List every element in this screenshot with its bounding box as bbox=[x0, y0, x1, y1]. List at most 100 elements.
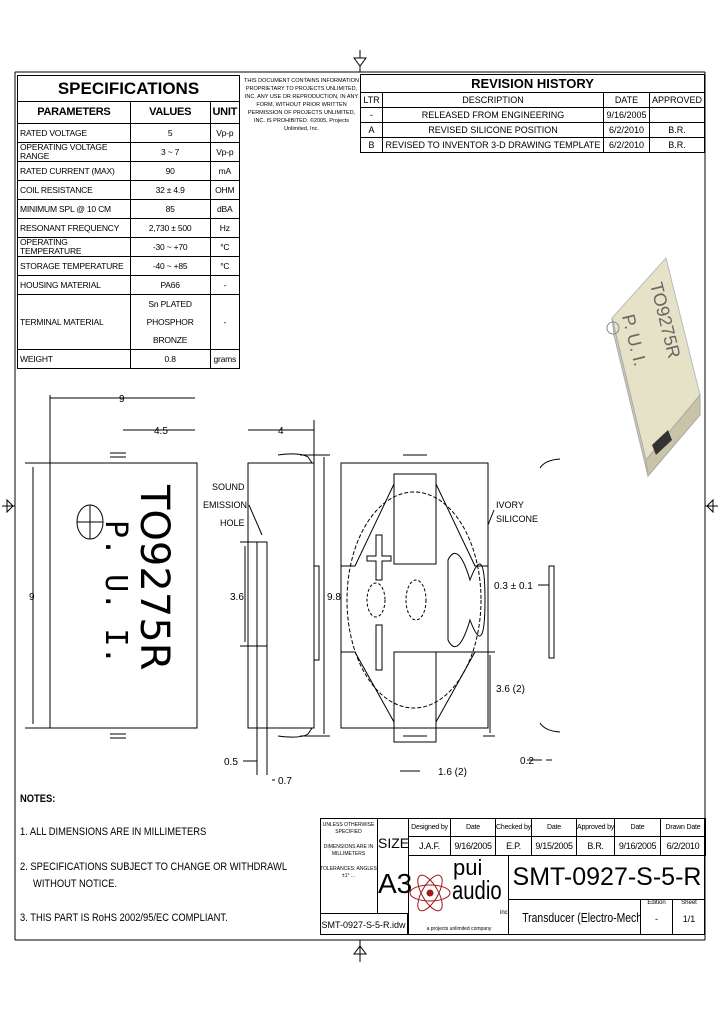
ltr: - bbox=[360, 107, 383, 123]
description: RELEASED FROM ENGINEERING bbox=[382, 107, 604, 123]
table-row: STORAGE TEMPERATURE-40 ~ +85°C bbox=[17, 256, 241, 276]
approved: B.R. bbox=[648, 137, 706, 153]
param: OPERATING TEMPERATURE bbox=[17, 237, 131, 257]
unit: °C bbox=[209, 237, 241, 257]
value: 0.8 bbox=[129, 349, 211, 369]
top-view bbox=[25, 395, 198, 739]
end-profile bbox=[527, 458, 561, 761]
sheet-label: Sheet bbox=[681, 900, 697, 906]
size-label: SIZE bbox=[378, 835, 410, 851]
param: TERMINAL MATERIAL bbox=[17, 294, 131, 350]
header-values: VALUES bbox=[129, 101, 211, 124]
param: HOUSING MATERIAL bbox=[17, 275, 131, 295]
param: COIL RESISTANCE bbox=[17, 180, 131, 200]
param: OPERATING VOLTAGE RANGE bbox=[17, 142, 131, 162]
sound-label-3: HOLE bbox=[220, 518, 245, 528]
unit: Hz bbox=[209, 218, 241, 238]
dim-hole-height: 3.6 bbox=[230, 592, 244, 603]
header-date: DATE bbox=[602, 92, 650, 108]
dims-note: DIMENSIONS ARE IN MILLIMETERS bbox=[323, 844, 374, 857]
note-3: 3. THIS PART IS RoHS 2002/95/EC COMPLIAN… bbox=[20, 912, 228, 924]
tolerance-notes: UNLESS OTHERWISE SPECIFIED DIMENSIONS AR… bbox=[320, 818, 378, 913]
side-view bbox=[240, 420, 330, 781]
notes-title: NOTES: bbox=[20, 793, 56, 805]
param: MINIMUM SPL @ 10 CM bbox=[17, 199, 131, 219]
hdr-date: Date bbox=[614, 818, 661, 837]
param: RATED VOLTAGE bbox=[17, 123, 131, 143]
unit: Vp-p bbox=[209, 123, 241, 143]
bottom-view bbox=[340, 454, 495, 772]
sheet-value: 1/1 bbox=[682, 914, 696, 924]
date: 9/16/2005 bbox=[602, 107, 650, 123]
unit: °C bbox=[209, 256, 241, 276]
sound-label-1: SOUND bbox=[212, 482, 245, 492]
value: 32 ± 4.9 bbox=[129, 180, 211, 200]
logo-tagline: a projects unlimited company bbox=[426, 926, 492, 932]
specifications-table: SPECIFICATIONS PARAMETERS VALUES UNIT RA… bbox=[17, 75, 241, 369]
silicone-label-1: IVORY bbox=[496, 500, 524, 510]
edition-value: - bbox=[655, 914, 658, 924]
header-parameters: PARAMETERS bbox=[17, 101, 131, 124]
part-number: SMT-0927-S-5-R bbox=[508, 855, 705, 900]
description: REVISED TO INVENTOR 3-D DRAWING TEMPLATE bbox=[382, 137, 604, 153]
spec-title: SPECIFICATIONS bbox=[17, 75, 240, 102]
unit: Vp-p bbox=[209, 142, 241, 162]
dim-pad-length: 3.6 (2) bbox=[496, 684, 525, 695]
dim-07: 0.7 bbox=[278, 776, 292, 787]
header-approved: APPROVED bbox=[648, 92, 706, 108]
dim-depth: 4 bbox=[278, 426, 284, 437]
pui-audio-logo bbox=[409, 874, 451, 912]
param: RATED CURRENT (MAX) bbox=[17, 161, 131, 181]
param: WEIGHT bbox=[17, 349, 131, 369]
plus-mark-icon bbox=[366, 534, 392, 581]
param: STORAGE TEMPERATURE bbox=[17, 256, 131, 276]
drawn-date: 6/2/2010 bbox=[660, 836, 706, 856]
dim-02: 0.2 bbox=[520, 756, 534, 767]
value-line2: PHOSPHOR BRONZE bbox=[146, 317, 194, 345]
dim-terminal-thickness: 0.3 ± 0.1 bbox=[494, 581, 533, 592]
description: REVISED SILICONE POSITION bbox=[382, 122, 604, 138]
unit: - bbox=[209, 294, 241, 350]
approved: B.R. bbox=[648, 122, 706, 138]
note-1: 1. ALL DIMENSIONS ARE IN MILLIMETERS bbox=[20, 826, 207, 838]
checked-by: E.P. bbox=[495, 836, 532, 856]
unit: mA bbox=[209, 161, 241, 181]
designed-by: J.A.F. bbox=[408, 836, 451, 856]
hdr-approved-by: Approved by bbox=[576, 818, 615, 837]
note-2-cont: WITHOUT NOTICE. bbox=[33, 878, 117, 890]
ltr: A bbox=[360, 122, 383, 138]
logo-text-pui: pui bbox=[453, 855, 483, 880]
edition-cell: Edition - bbox=[640, 900, 672, 935]
unless-note: UNLESS OTHERWISE SPECIFIED bbox=[322, 822, 375, 835]
top-marking-line2: P. U. I. bbox=[98, 520, 133, 665]
hdr-designed-by: Designed by bbox=[408, 818, 451, 837]
header-description: DESCRIPTION bbox=[382, 92, 604, 108]
hdr-drawn-date: Drawn Date bbox=[660, 818, 706, 837]
tolerance-note: TOLERANCES: ANGLES ±1° ... bbox=[320, 866, 377, 879]
sound-label-2: EMISSION bbox=[203, 500, 247, 510]
param: RESONANT FREQUENCY bbox=[17, 218, 131, 238]
dim-height: 9 bbox=[29, 592, 35, 603]
render-3d bbox=[606, 256, 701, 478]
date: 6/2/2010 bbox=[602, 122, 650, 138]
date: 6/2/2010 bbox=[602, 137, 650, 153]
approval-date: 9/16/2005 bbox=[614, 836, 661, 856]
unit: dBA bbox=[209, 199, 241, 219]
value: -40 ~ +85 bbox=[129, 256, 211, 276]
value: 3 ~ 7 bbox=[129, 142, 211, 162]
ltr: B bbox=[360, 137, 383, 153]
dim-half-width: 4.5 bbox=[154, 426, 168, 437]
logo-text-audio: audio bbox=[452, 875, 502, 905]
value: 2,730 ± 500 bbox=[129, 218, 211, 238]
size-value: A3 bbox=[378, 868, 413, 899]
